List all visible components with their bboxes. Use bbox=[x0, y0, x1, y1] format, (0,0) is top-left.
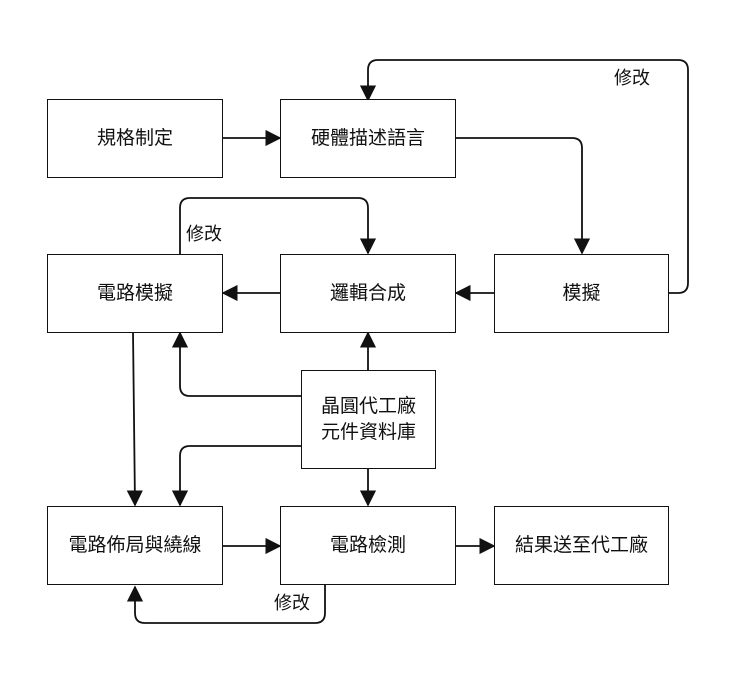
edge-label-modify-mid: 修改 bbox=[184, 220, 224, 246]
node-layout-routing: 電路佈局與繞線 bbox=[47, 506, 223, 585]
edge-check-modify-layout bbox=[126, 585, 326, 624]
node-foundry-library-line1: 晶圓代工廠 bbox=[320, 394, 416, 417]
node-circuit-check-label: 電路檢測 bbox=[329, 533, 406, 556]
node-spec-label: 規格制定 bbox=[96, 126, 173, 149]
node-sim: 模擬 bbox=[494, 254, 669, 333]
node-logic-synth-label: 邏輯合成 bbox=[329, 281, 406, 304]
node-circuit-sim: 電路模擬 bbox=[47, 254, 223, 333]
node-circuit-sim-label: 電路模擬 bbox=[96, 281, 173, 304]
node-send-foundry: 結果送至代工廠 bbox=[494, 506, 669, 585]
node-send-foundry-label: 結果送至代工廠 bbox=[514, 533, 648, 556]
edge-foundry-to-circuitsim bbox=[171, 331, 301, 397]
node-foundry-library: 晶圓代工廠 元件資料庫 bbox=[301, 370, 436, 469]
edge-label-modify-bottom: 修改 bbox=[272, 589, 312, 615]
edge-sim-modify-hdl bbox=[359, 59, 689, 294]
edge-circuitsim-modify-synth bbox=[179, 197, 377, 255]
node-foundry-library-line2: 元件資料庫 bbox=[320, 420, 416, 443]
edge-hdl-to-sim bbox=[455, 137, 591, 255]
node-hdl: 硬體描述語言 bbox=[280, 99, 456, 178]
node-circuit-check: 電路檢測 bbox=[280, 506, 456, 585]
node-hdl-label: 硬體描述語言 bbox=[310, 126, 425, 149]
edge-circuitsim-to-layout bbox=[126, 331, 143, 507]
edge-label-modify-top: 修改 bbox=[612, 64, 652, 90]
node-layout-routing-label: 電路佈局與繞線 bbox=[68, 533, 202, 556]
node-spec: 規格制定 bbox=[47, 99, 223, 178]
node-sim-label: 模擬 bbox=[562, 281, 601, 304]
edge-foundry-to-layout bbox=[171, 445, 301, 507]
node-logic-synth: 邏輯合成 bbox=[280, 254, 456, 333]
